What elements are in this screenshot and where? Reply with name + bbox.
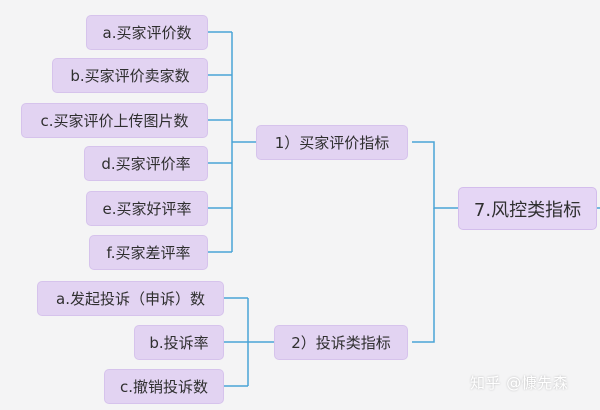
watermark-text: 知乎 @慷先森 xyxy=(470,374,569,392)
leaf-node-buyer-review-seller-count[interactable]: b.买家评价卖家数 xyxy=(52,58,208,93)
leaf-node-buyer-review-count[interactable]: a.买家评价数 xyxy=(86,15,208,50)
group-node-buyer-review[interactable]: 1）买家评价指标 xyxy=(256,125,408,160)
leaf-node-buyer-positive-rate[interactable]: e.买家好评率 xyxy=(86,191,208,226)
leaf-node-buyer-review-image-count[interactable]: c.买家评价上传图片数 xyxy=(21,103,208,138)
connector-group1-trunk xyxy=(231,32,256,252)
leaf-node-complaint-initiated-count[interactable]: a.发起投诉（申诉）数 xyxy=(37,281,224,316)
leaf-node-buyer-negative-rate[interactable]: f.买家差评率 xyxy=(89,235,208,270)
connector-group2-trunk xyxy=(247,298,274,386)
connector-root-group2 xyxy=(412,208,435,343)
leaf-node-complaint-rate[interactable]: b.投诉率 xyxy=(134,325,224,360)
leaf-node-buyer-review-rate[interactable]: d.买家评价率 xyxy=(84,146,208,181)
leaf-node-complaint-revoked-count[interactable]: c.撤销投诉数 xyxy=(104,369,224,404)
connector-root-group1 xyxy=(412,141,458,209)
group-node-complaint[interactable]: 2）投诉类指标 xyxy=(274,325,408,360)
root-node[interactable]: 7.风控类指标 xyxy=(458,187,597,230)
